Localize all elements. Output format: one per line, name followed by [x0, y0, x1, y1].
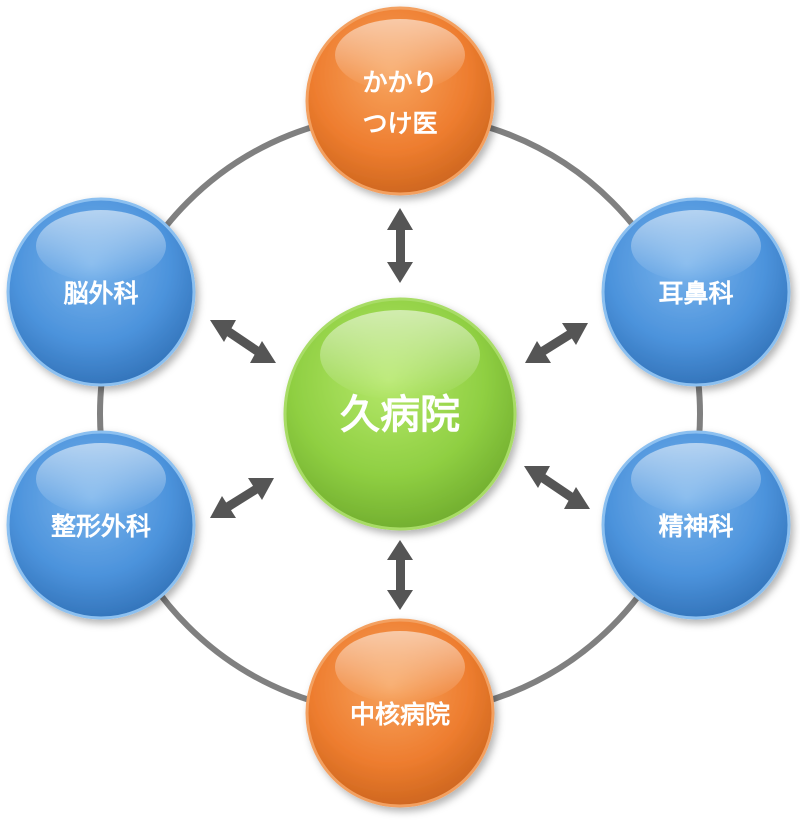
node-bottom — [305, 618, 495, 808]
arrow-center-top — [387, 208, 413, 283]
node-top-label-line2: つけ医 — [362, 109, 437, 138]
node-upper-right — [601, 197, 791, 387]
node-center — [283, 297, 517, 531]
node-bottom-label: 中核病院 — [350, 700, 450, 729]
node-top — [305, 6, 495, 196]
arrow-center-upper-right — [525, 323, 588, 363]
node-top-label-line1: かかり — [362, 68, 437, 97]
arrow-center-lower-left — [210, 478, 274, 518]
arrow-center-bottom — [387, 540, 413, 610]
node-upper-left-label: 脳外科 — [63, 279, 138, 308]
node-center-label: 久病院 — [340, 392, 460, 438]
node-lower-right — [601, 430, 791, 620]
node-upper-left — [6, 197, 196, 387]
node-upper-right-label: 耳鼻科 — [658, 279, 733, 308]
node-lower-left — [6, 430, 196, 620]
node-lower-left-label: 整形外科 — [51, 512, 151, 541]
node-lower-right-label: 精神科 — [658, 512, 733, 541]
arrow-center-upper-left — [210, 320, 276, 363]
arrow-center-lower-right — [524, 466, 590, 509]
